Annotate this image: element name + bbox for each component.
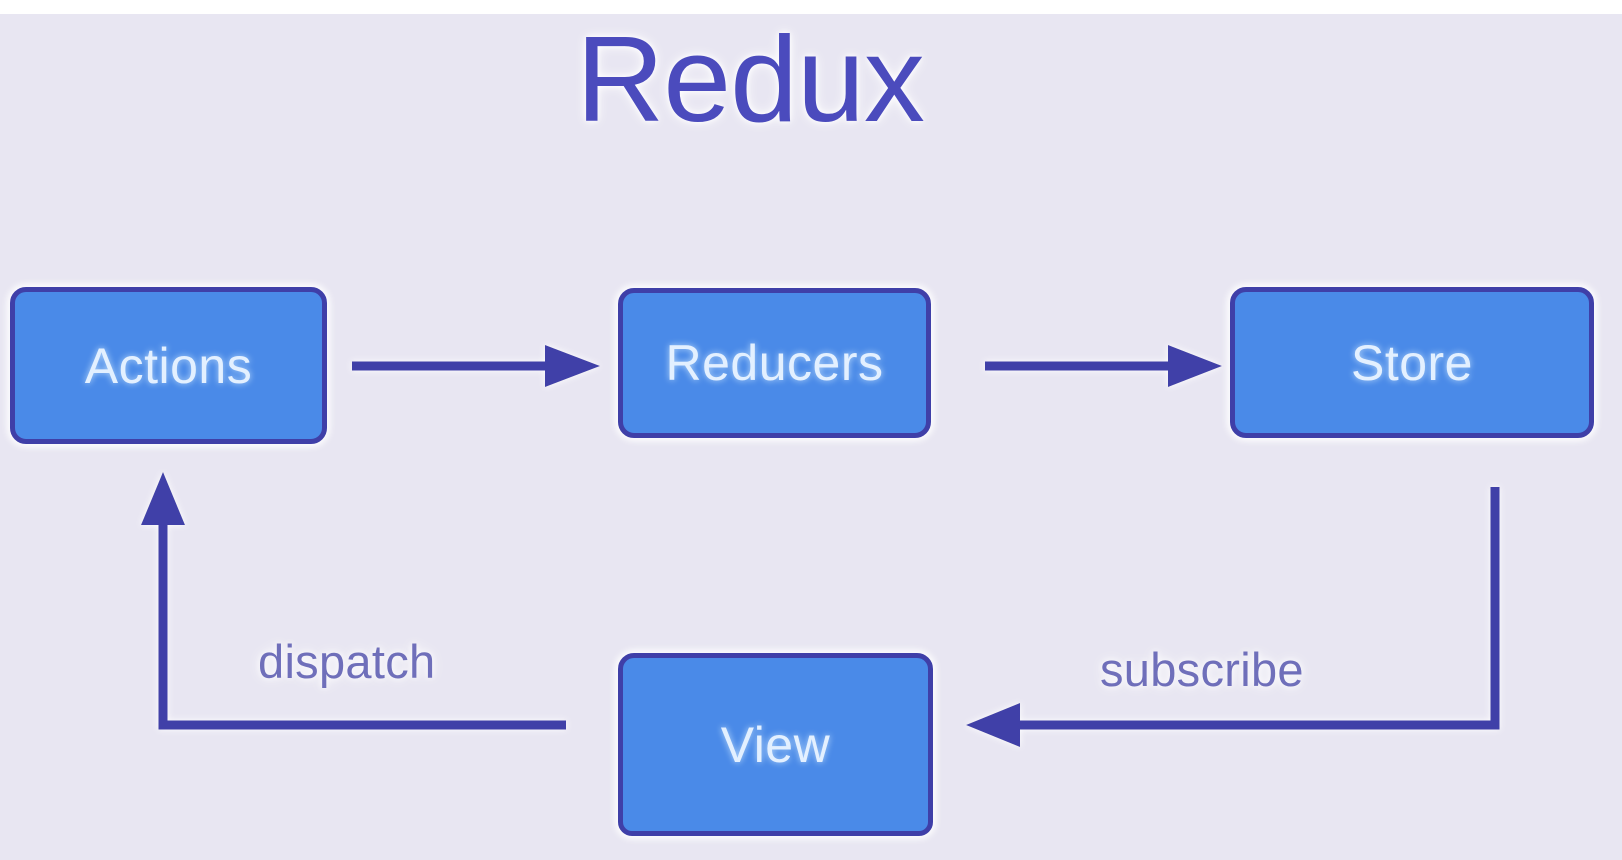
node-view-label: View bbox=[720, 716, 831, 773]
node-reducers-label: Reducers bbox=[665, 335, 884, 391]
page-title: Redux bbox=[576, 11, 925, 147]
edge-label-subscribe: subscribe bbox=[1100, 643, 1304, 696]
node-reducers[interactable]: Reducers bbox=[618, 288, 931, 438]
node-view[interactable]: View bbox=[618, 653, 933, 836]
edge-label-dispatch: dispatch bbox=[258, 635, 436, 688]
node-actions[interactable]: Actions bbox=[10, 287, 327, 444]
node-actions-label: Actions bbox=[84, 337, 253, 394]
node-store[interactable]: Store bbox=[1230, 287, 1594, 438]
node-store-label: Store bbox=[1350, 334, 1473, 391]
